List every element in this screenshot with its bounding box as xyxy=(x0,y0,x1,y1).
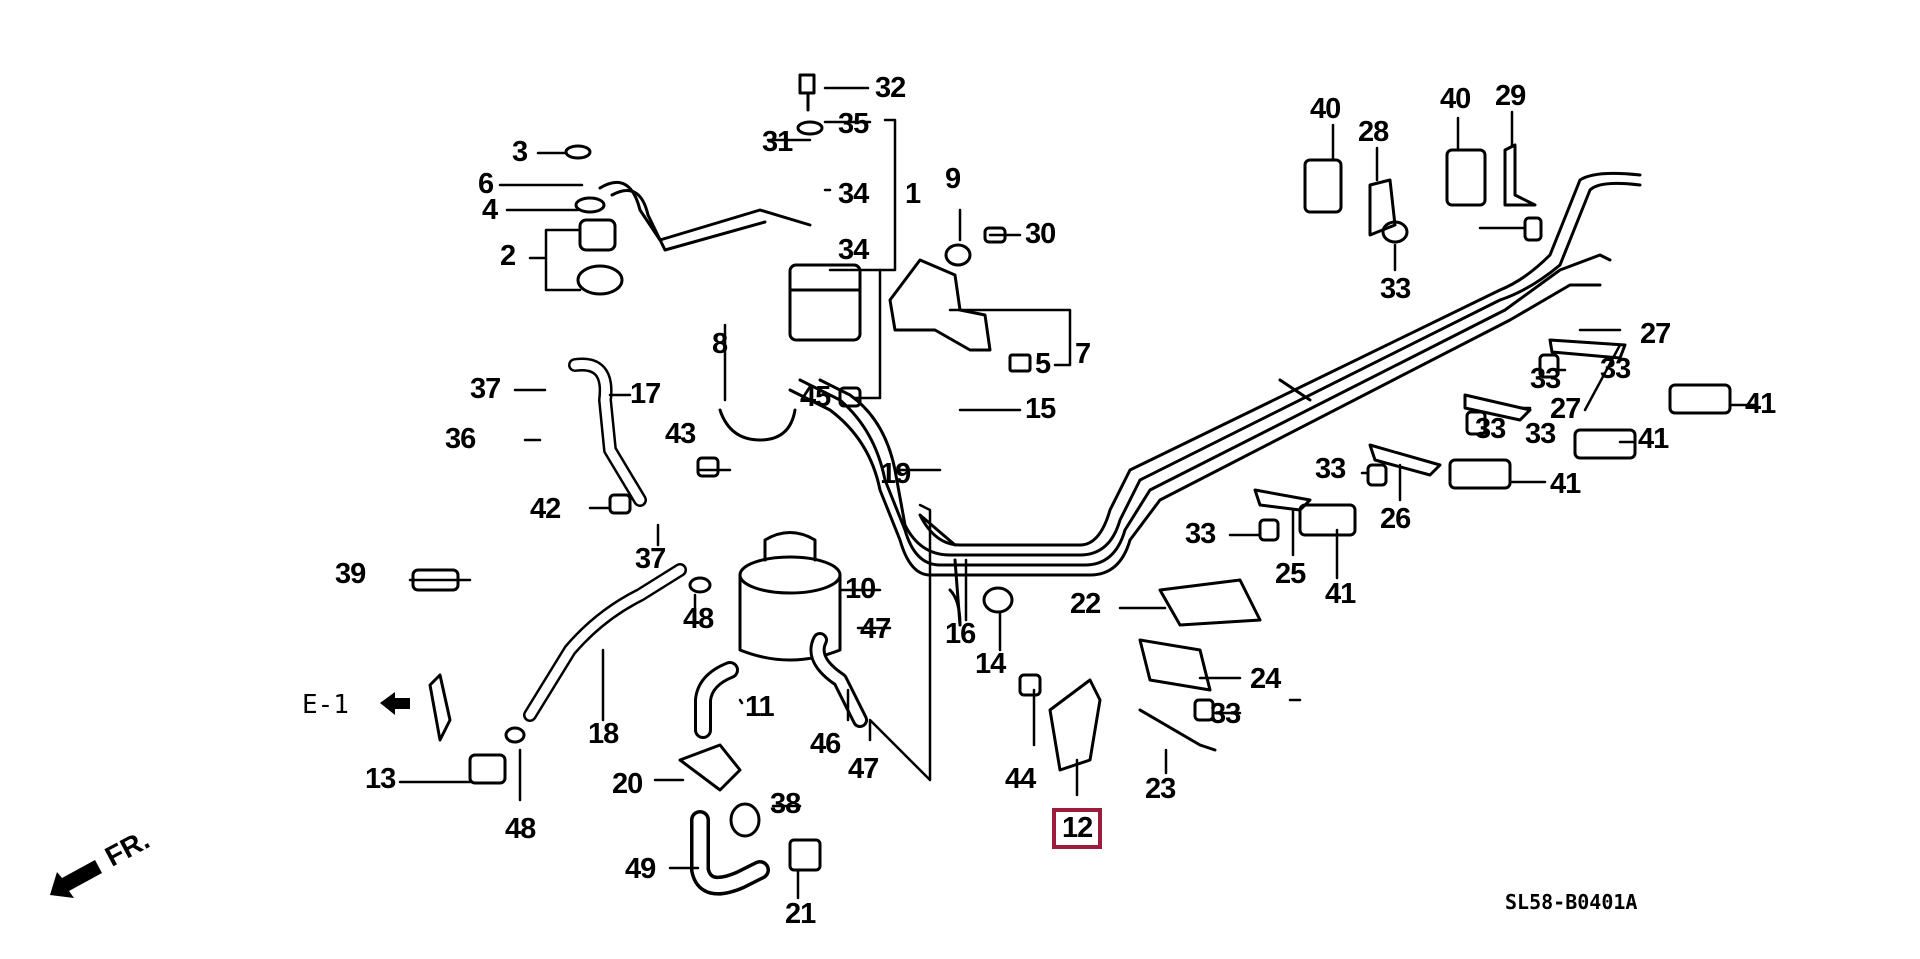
callout-part-33[interactable]: 33 xyxy=(1530,363,1561,395)
callout-part-20[interactable]: 20 xyxy=(612,768,643,800)
callout-part-21[interactable]: 21 xyxy=(785,898,816,930)
callout-part-10[interactable]: 10 xyxy=(845,573,876,605)
front-direction-arrow-icon xyxy=(50,860,102,898)
callout-part-39[interactable]: 39 xyxy=(335,558,366,590)
callout-part-9[interactable]: 9 xyxy=(945,163,961,195)
bracket-7 xyxy=(888,258,992,352)
callout-part-48[interactable]: 48 xyxy=(683,603,714,635)
fuel-filter-assembly xyxy=(598,73,862,342)
callout-part-37[interactable]: 37 xyxy=(635,543,666,575)
callout-part-3[interactable]: 3 xyxy=(512,136,528,168)
callout-part-38[interactable]: 38 xyxy=(770,788,801,820)
callout-part-23[interactable]: 23 xyxy=(1145,773,1176,805)
callout-part-40[interactable]: 40 xyxy=(1310,93,1341,125)
callout-part-33[interactable]: 33 xyxy=(1600,353,1631,385)
callout-part-11[interactable]: 11 xyxy=(745,691,775,723)
callout-part-33[interactable]: 33 xyxy=(1475,413,1506,445)
reference-link-e1[interactable]: E-1 xyxy=(302,690,349,720)
arrow-left-icon xyxy=(380,692,410,715)
callout-part-33[interactable]: 33 xyxy=(1380,273,1411,305)
callout-part-14[interactable]: 14 xyxy=(975,648,1006,680)
callout-part-46[interactable]: 46 xyxy=(810,728,841,760)
callout-part-41[interactable]: 41 xyxy=(1638,423,1669,455)
callout-part-6[interactable]: 6 xyxy=(478,168,494,200)
callout-part-5[interactable]: 5 xyxy=(1035,348,1051,380)
callout-part-34[interactable]: 34 xyxy=(838,234,869,266)
diagram-code: SL58-B0401A xyxy=(1505,890,1638,914)
callout-part-24[interactable]: 24 xyxy=(1250,663,1281,695)
callout-part-43[interactable]: 43 xyxy=(665,418,696,450)
callout-part-48[interactable]: 48 xyxy=(505,813,536,845)
callout-part-33[interactable]: 33 xyxy=(1315,453,1346,485)
callout-part-47[interactable]: 47 xyxy=(848,753,879,785)
callout-part-49[interactable]: 49 xyxy=(625,853,656,885)
callout-part-33[interactable]: 33 xyxy=(1210,698,1241,730)
callout-part-34[interactable]: 34 xyxy=(838,178,869,210)
callout-part-15[interactable]: 15 xyxy=(1025,393,1056,425)
callout-part-17[interactable]: 17 xyxy=(630,378,661,410)
callout-part-45[interactable]: 45 xyxy=(800,381,831,413)
callout-part-40[interactable]: 40 xyxy=(1440,83,1471,115)
callout-part-44[interactable]: 44 xyxy=(1005,763,1036,795)
callout-part-47[interactable]: 47 xyxy=(860,613,891,645)
callout-part-41[interactable]: 41 xyxy=(1745,388,1776,420)
callout-part-33[interactable]: 33 xyxy=(1525,418,1556,450)
callout-part-41[interactable]: 41 xyxy=(1550,468,1581,500)
callout-part-27[interactable]: 27 xyxy=(1640,318,1671,350)
callout-part-8[interactable]: 8 xyxy=(712,328,728,360)
callout-part-29[interactable]: 29 xyxy=(1495,80,1526,112)
canister-10 xyxy=(738,531,842,662)
callout-part-13[interactable]: 13 xyxy=(365,763,396,795)
callout-part-42[interactable]: 42 xyxy=(530,493,561,525)
bracket-12 xyxy=(1048,678,1102,772)
callout-part-27[interactable]: 27 xyxy=(1550,393,1581,425)
callout-part-16[interactable]: 16 xyxy=(945,618,976,650)
callout-part-7[interactable]: 7 xyxy=(1075,338,1091,370)
callout-part-1[interactable]: 1 xyxy=(905,178,921,210)
callout-part-41[interactable]: 41 xyxy=(1325,578,1356,610)
callout-part-32[interactable]: 32 xyxy=(875,72,906,104)
callout-part-18[interactable]: 18 xyxy=(588,718,619,750)
callout-part-19[interactable]: 19 xyxy=(880,458,911,490)
callout-part-25[interactable]: 25 xyxy=(1275,558,1306,590)
hose-18 xyxy=(523,563,687,722)
small-parts xyxy=(411,143,1732,872)
callout-part-36[interactable]: 36 xyxy=(445,423,476,455)
callout-part-4[interactable]: 4 xyxy=(482,194,498,226)
callout-part-31[interactable]: 31 xyxy=(762,126,793,158)
callout-part-2[interactable]: 2 xyxy=(500,240,516,272)
callout-part-35[interactable]: 35 xyxy=(838,108,869,140)
callout-part-28[interactable]: 28 xyxy=(1358,116,1389,148)
callout-part-33[interactable]: 33 xyxy=(1185,518,1216,550)
callout-part-30[interactable]: 30 xyxy=(1025,218,1056,250)
leader-lines xyxy=(398,86,1757,900)
callout-part-37[interactable]: 37 xyxy=(470,373,501,405)
callout-part-26[interactable]: 26 xyxy=(1380,503,1411,535)
callout-part-12[interactable]: 12 xyxy=(1052,808,1103,849)
callout-part-22[interactable]: 22 xyxy=(1070,588,1101,620)
fuel-pipe-bundle xyxy=(788,171,1642,627)
